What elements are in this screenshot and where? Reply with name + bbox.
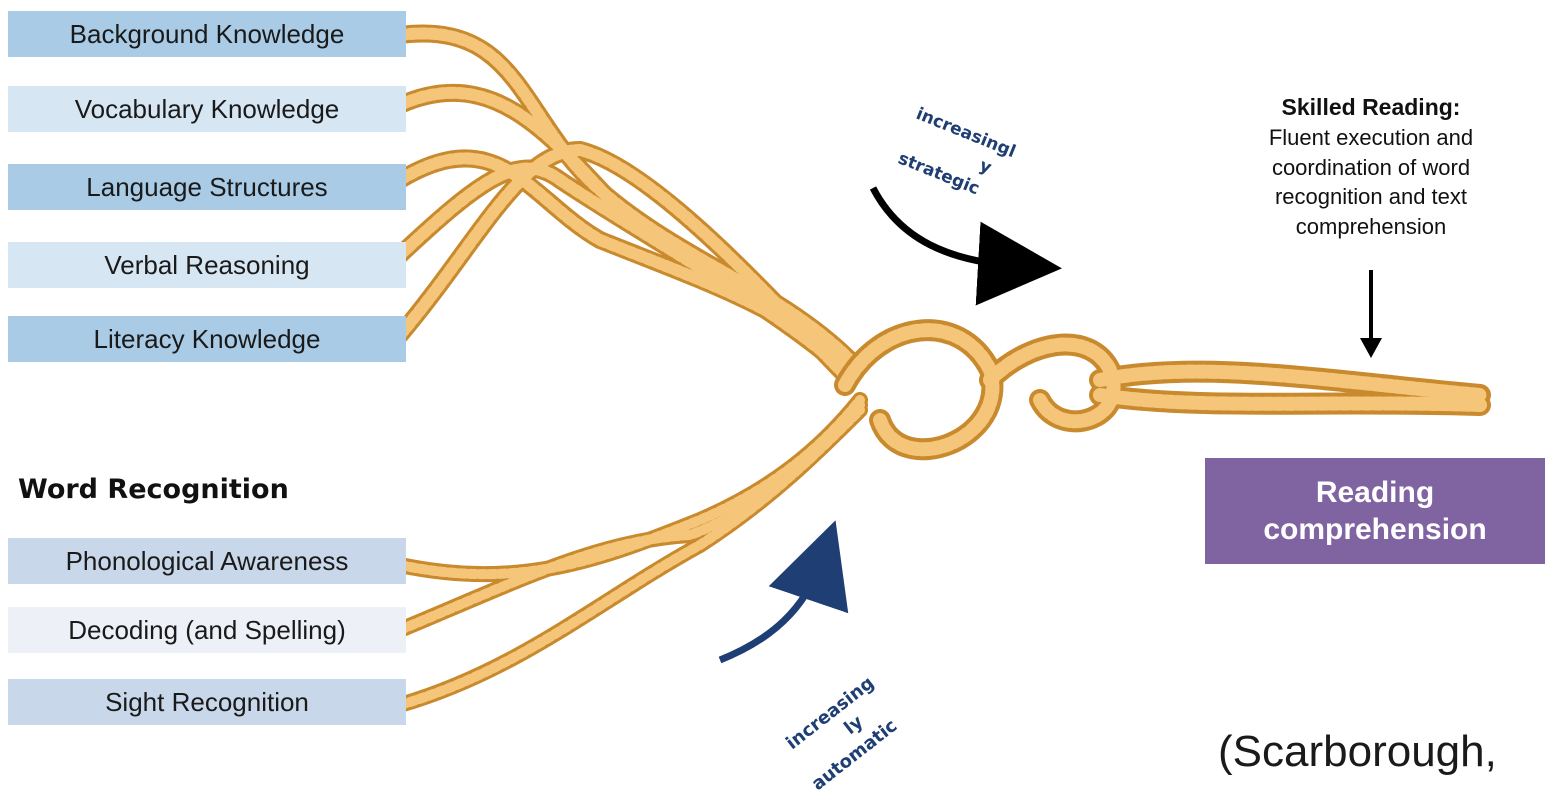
outcome-line2: comprehension [1263, 511, 1486, 549]
strand-label: Phonological Awareness [66, 546, 349, 577]
word-recognition-title: Word Recognition [18, 474, 289, 505]
strand-label: Sight Recognition [105, 687, 309, 718]
reading-comprehension-box: Reading comprehension [1205, 458, 1545, 564]
strand-phonological-awareness: Phonological Awareness [8, 538, 406, 584]
strand-sight-recognition: Sight Recognition [8, 679, 406, 725]
strand-label: Verbal Reasoning [104, 250, 309, 281]
language-comprehension-strands [400, 33, 850, 380]
strand-background-knowledge: Background Knowledge [8, 11, 406, 57]
skilled-reading-note: Skilled Reading: Fluent execution and co… [1198, 92, 1544, 242]
combined-rope [845, 330, 1480, 449]
skilled-reading-line: coordination of word [1198, 153, 1544, 183]
strand-label: Decoding (and Spelling) [68, 615, 346, 646]
strand-decoding: Decoding (and Spelling) [8, 607, 406, 653]
strand-label: Vocabulary Knowledge [75, 94, 340, 125]
strand-verbal-reasoning: Verbal Reasoning [8, 242, 406, 288]
strategic-caption-line2: y [976, 156, 994, 179]
strand-label: Background Knowledge [70, 19, 345, 50]
strategic-caption-line1: increasingl [913, 104, 1018, 162]
automatic-arrow [720, 560, 822, 660]
strand-vocabulary-knowledge: Vocabulary Knowledge [8, 86, 406, 132]
strategic-caption: increasingl y strategic [895, 104, 1018, 207]
skilled-reading-line: recognition and text [1198, 182, 1544, 212]
outcome-line1: Reading [1316, 474, 1434, 512]
strand-label: Language Structures [86, 172, 327, 203]
strand-language-structures: Language Structures [8, 164, 406, 210]
word-recognition-strands [400, 400, 860, 705]
skilled-reading-arrowhead [1360, 338, 1382, 358]
strategic-arrow [873, 188, 1020, 266]
strand-literacy-knowledge: Literacy Knowledge [8, 316, 406, 362]
skilled-reading-title: Skilled Reading: [1198, 92, 1544, 123]
skilled-reading-line: Fluent execution and [1198, 123, 1544, 153]
skilled-reading-line: comprehension [1198, 212, 1544, 242]
automatic-caption: increasing ly automatic [778, 672, 908, 794]
citation: (Scarborough, [1218, 727, 1497, 777]
strand-label: Literacy Knowledge [94, 324, 321, 355]
strategic-caption-line3: strategic [895, 149, 982, 200]
